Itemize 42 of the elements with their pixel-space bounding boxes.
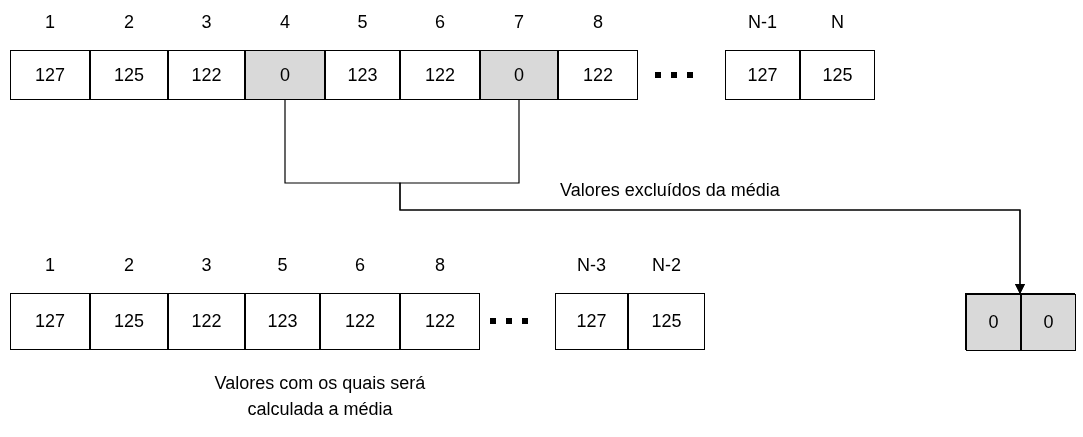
array-cell: 122 [168,50,245,100]
index-number: 3 [200,12,213,33]
index-number: N-2 [651,255,682,276]
array-cell: 0 [480,50,558,100]
array-cell: 0 [1021,294,1076,351]
index-number: 5 [356,12,369,33]
index-number: 7 [513,12,525,33]
array-cell: 0 [966,294,1021,351]
index-number: N-1 [747,12,778,33]
array-cell: 123 [325,50,400,100]
array-cell: 122 [168,293,245,350]
index-number: N [830,12,845,33]
array-cell: 125 [90,50,168,100]
index-number: N-3 [576,255,607,276]
array-cell: 122 [400,50,480,100]
index-number: 2 [123,255,135,276]
index-number: 5 [276,255,289,276]
array-cell: 127 [725,50,800,100]
index-number: 1 [44,12,56,33]
index-number: 8 [434,255,446,276]
index-number: 3 [200,255,213,276]
index-number: 2 [123,12,135,33]
edge-label: Valores excluídos da média [560,180,780,201]
connector-arrow [399,99,1025,294]
array-box [965,293,1075,350]
array-cell: 125 [800,50,875,100]
array-cell: 127 [10,293,90,350]
array-cell: 122 [400,293,480,350]
array-cell: 125 [628,293,705,350]
caption-note: Valores com os quais será calculada a média [213,372,427,421]
array-cell: 127 [10,50,90,100]
index-number: 1 [44,255,56,276]
array-cell: 0 [245,50,325,100]
array-cell: 122 [320,293,400,350]
index-number: 6 [354,255,366,276]
index-number: 4 [279,12,291,33]
array-cell: 125 [90,293,168,350]
index-number: 8 [592,12,604,33]
index-number: 6 [434,12,446,33]
array-cell: 123 [245,293,320,350]
array-cell: 122 [558,50,638,100]
array-cell: 127 [555,293,628,350]
